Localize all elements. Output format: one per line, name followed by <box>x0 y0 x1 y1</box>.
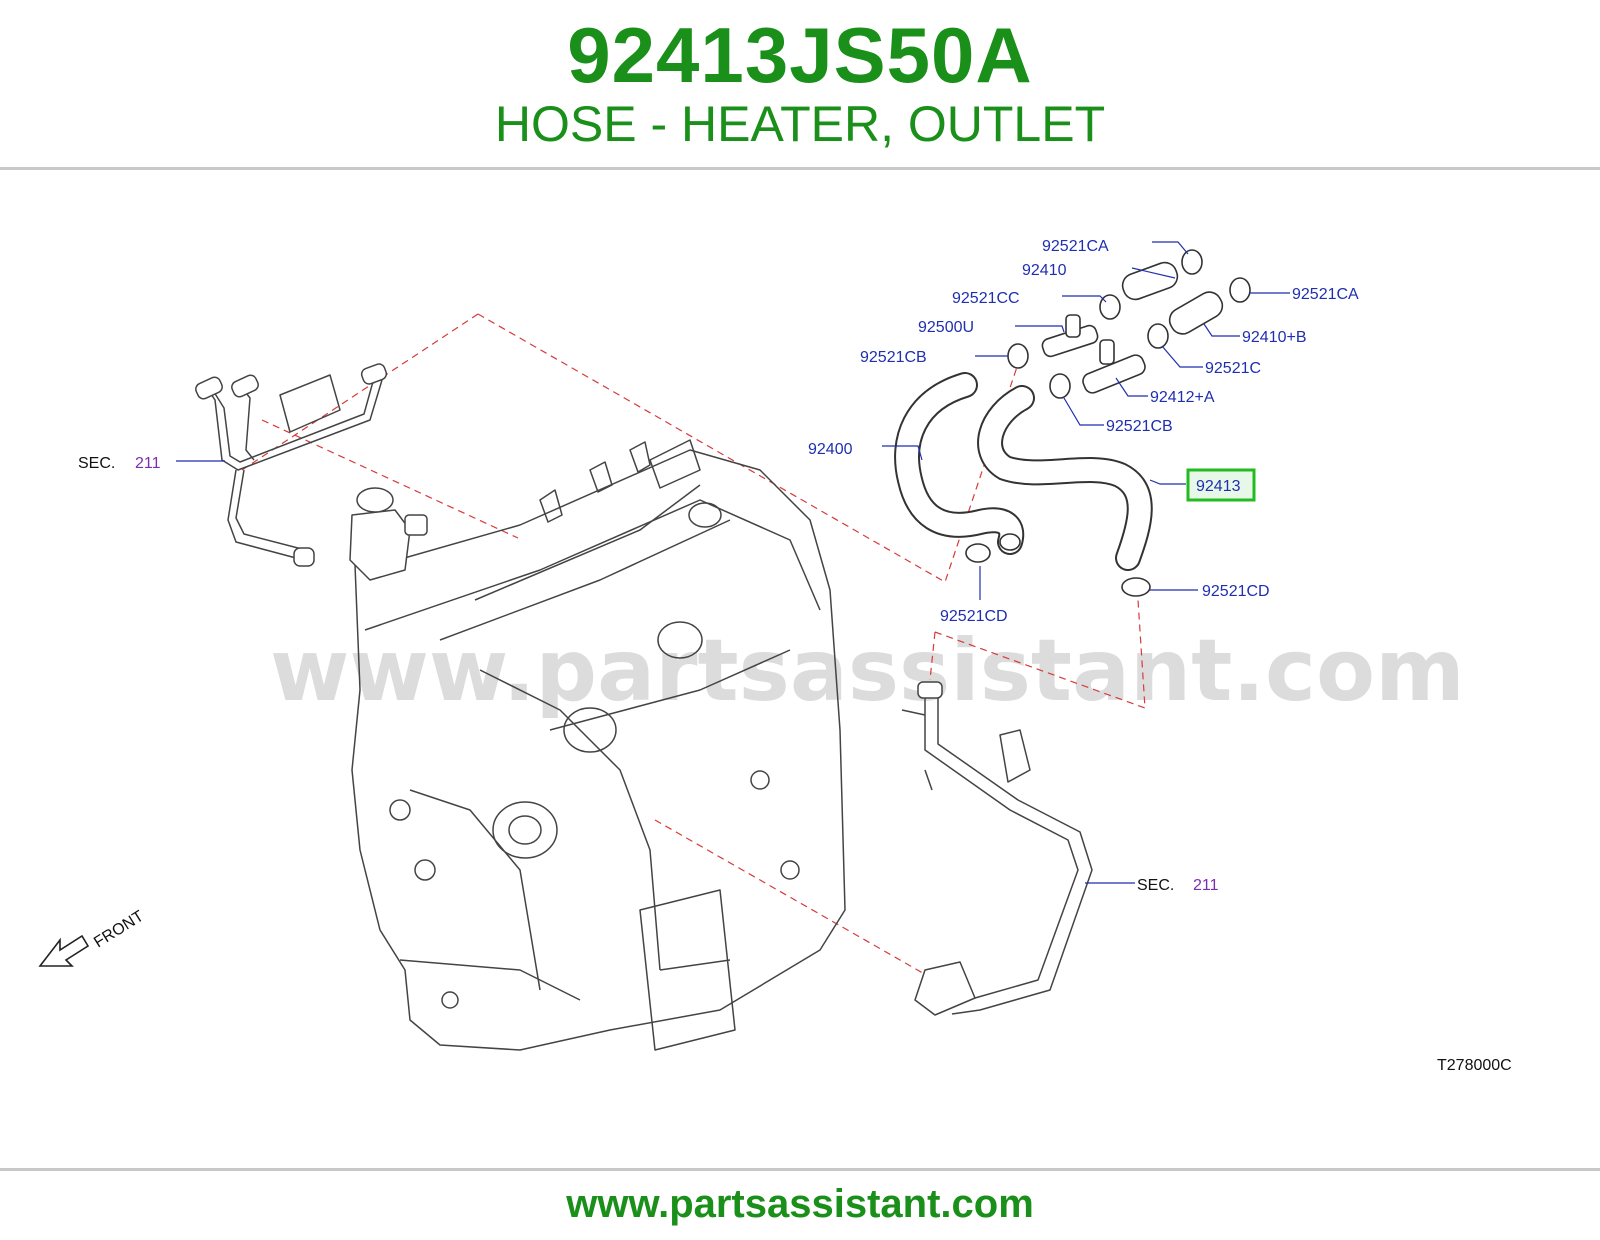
watermark-text: www.partsassistant.com <box>270 621 1465 721</box>
page-header: 92413JS50A HOSE - HEATER, OUTLET <box>0 0 1600 168</box>
callout-92521CB-mid: 92521CB <box>1106 418 1173 435</box>
footer-website-link[interactable]: www.partsassistant.com <box>566 1182 1034 1226</box>
callout-92521CD-left: 92521CD <box>940 608 1008 625</box>
highlighted-callout-box[interactable]: 92413 <box>1186 468 1256 502</box>
callout-92413[interactable]: 92413 <box>1196 478 1241 495</box>
callout-92521CA-top: 92521CA <box>1042 238 1109 255</box>
hose-92413 <box>977 385 1153 571</box>
guide-lines <box>241 313 1146 981</box>
parts-diagram: www.partsassistant.com <box>38 238 1512 1074</box>
callout-92500U: 92500U <box>918 319 974 336</box>
section-ref-lower-prefix: SEC. <box>1137 877 1174 894</box>
footer-divider <box>0 1168 1600 1171</box>
part-description: HOSE - HEATER, OUTLET <box>494 96 1106 152</box>
upper-water-pipe <box>195 363 388 567</box>
lower-water-pipe <box>901 681 1093 1016</box>
leader-lines <box>176 241 1290 884</box>
part-number-title: 92413JS50A <box>567 11 1033 99</box>
fittings <box>965 249 1251 597</box>
front-arrow-icon <box>38 934 90 967</box>
section-ref-lower-number[interactable]: 211 <box>1193 877 1219 894</box>
callout-92410-B: 92410+B <box>1242 329 1307 346</box>
diagram-code: T278000C <box>1437 1057 1512 1074</box>
callout-92400: 92400 <box>808 441 853 458</box>
hose-92400 <box>894 372 1025 555</box>
callout-92521CD-right: 92521CD <box>1202 583 1270 600</box>
engine-block <box>349 439 846 1051</box>
callout-92521C: 92521C <box>1205 360 1261 377</box>
section-ref-upper-prefix: SEC. <box>78 455 115 472</box>
callout-92521CB-top: 92521CB <box>860 349 927 366</box>
front-label: FRONT <box>91 908 147 952</box>
section-ref-upper-number[interactable]: 211 <box>135 455 161 472</box>
callout-92412-A: 92412+A <box>1150 389 1215 406</box>
callout-92521CA-right: 92521CA <box>1292 286 1359 303</box>
callout-92410: 92410 <box>1022 262 1067 279</box>
header-divider <box>0 167 1600 170</box>
callout-92521CC: 92521CC <box>952 290 1020 307</box>
